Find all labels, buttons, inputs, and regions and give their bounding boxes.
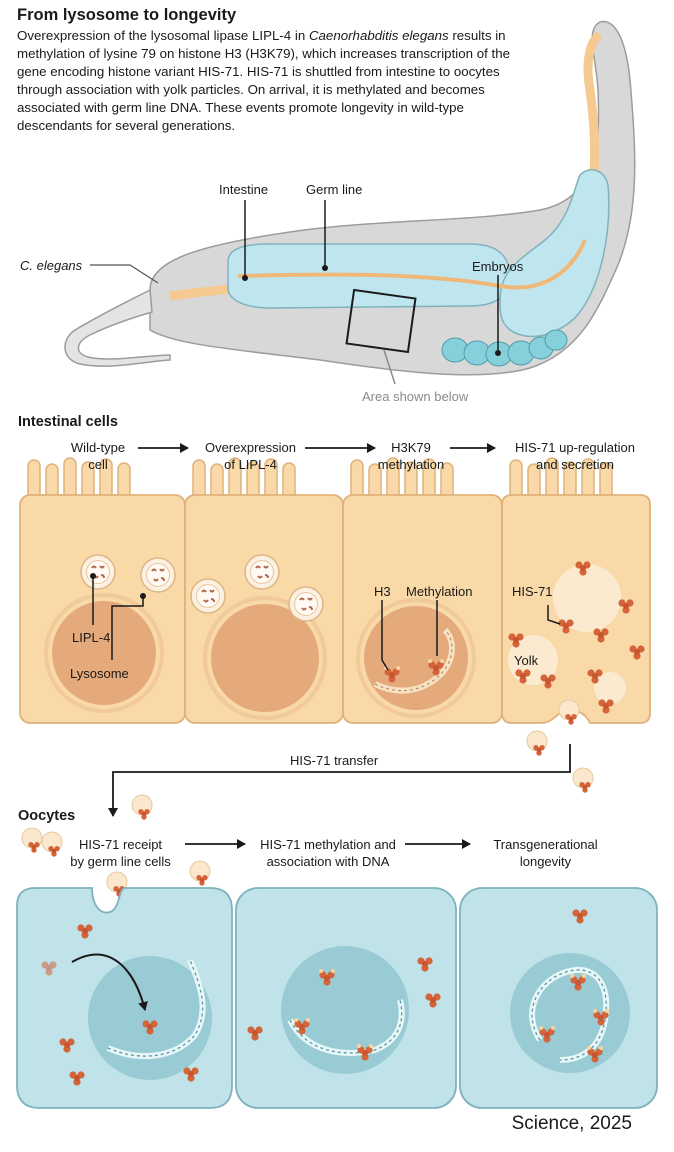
step-receipt-line2: by germ line cells — [70, 854, 171, 869]
step-overexpression-line1: Overexpression — [204, 440, 297, 455]
label-germline: Germ line — [306, 182, 363, 197]
label-lipl4: LIPL-4 — [72, 630, 111, 645]
label-intestine: Intestine — [219, 182, 269, 197]
step-wildtype-line1: Wild-type — [70, 440, 126, 455]
step-overexpression: Overexpression of LIPL-4 — [193, 439, 308, 473]
step-wildtype: Wild-type cell — [48, 439, 148, 473]
oocytes — [16, 887, 658, 1109]
label-h3: H3 — [374, 584, 391, 599]
step-longevity-line2: longevity — [519, 854, 572, 869]
step-methylation-line2: association with DNA — [266, 854, 390, 869]
figure-title: From lysosome to longevity — [17, 6, 237, 24]
label-area-shown: Area shown below — [362, 389, 469, 404]
step-h3k79-line1: H3K79 — [391, 440, 431, 455]
nucleus-3 — [364, 606, 468, 710]
embryos — [441, 329, 568, 367]
label-c-elegans: C. elegans — [20, 258, 83, 273]
nucleus-1 — [52, 601, 156, 705]
label-lysosome: Lysosome — [70, 666, 129, 681]
step-wildtype-line2: cell — [88, 457, 108, 472]
label-yolk: Yolk — [514, 653, 539, 668]
heading-intestinal-cells: Intestinal cells — [18, 414, 118, 430]
intestinal-cells — [19, 457, 651, 724]
worm-illustration — [64, 20, 636, 385]
lysosome-1a — [80, 554, 116, 590]
transfer-arrow — [108, 744, 571, 817]
step-receipt-line1: HIS-71 receipt — [78, 837, 163, 852]
step-longevity-line1: Transgenerational — [493, 837, 598, 852]
step-h3k79-line2: methylation — [377, 457, 445, 472]
yolk-large — [553, 564, 621, 632]
step-h3k79: H3K79 methylation — [371, 439, 451, 473]
step-his71-methylation: HIS-71 methylation and association with … — [253, 836, 403, 870]
step-his71-line1: HIS-71 up-regulation — [515, 440, 635, 455]
worm-tail — [64, 288, 171, 367]
label-his71: HIS-71 — [512, 584, 553, 599]
intro-text-1: Overexpression of the lysosomal lipase L… — [17, 28, 309, 43]
step-transgenerational: Transgenerational longevity — [483, 836, 608, 870]
worm-gut-band — [237, 239, 587, 290]
label-embryos: Embryos — [472, 259, 524, 274]
intro-species: Caenorhabditis elegans — [308, 28, 449, 43]
step-his71-receipt: HIS-71 receipt by germ line cells — [58, 836, 183, 870]
label-methylation: Methylation — [406, 584, 473, 599]
step-overexpression-line2: of LIPL-4 — [224, 457, 277, 472]
intro-text-2: results in methylation of lysine 79 on h… — [17, 28, 510, 133]
lysosome-1b — [140, 557, 176, 593]
nucleus-2 — [211, 604, 319, 712]
credit-text: Science, 2025 — [511, 1113, 632, 1134]
label-his71-transfer: HIS-71 transfer — [290, 753, 379, 768]
intro-paragraph: Overexpression of the lysosomal lipase L… — [17, 27, 517, 135]
area-box — [345, 288, 417, 354]
step-methylation-line1: HIS-71 methylation and — [260, 837, 396, 852]
step-his71-line2: and secretion — [535, 457, 615, 472]
receipt-arrow — [71, 953, 148, 1011]
germline-posterior — [499, 169, 610, 338]
step-his71-upregulation: HIS-71 up-regulation and secretion — [500, 439, 650, 473]
heading-oocytes: Oocytes — [18, 808, 76, 824]
